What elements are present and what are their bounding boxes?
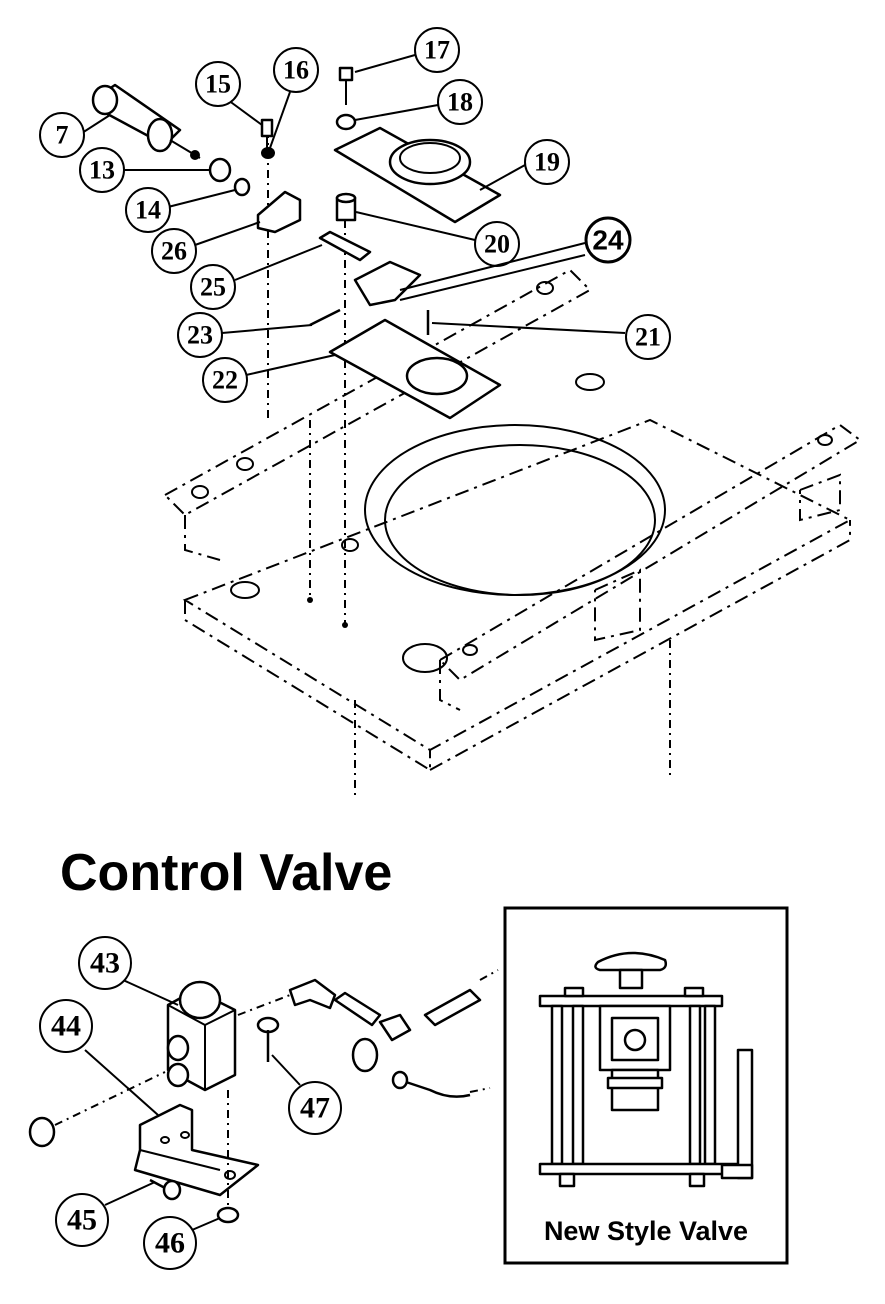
callout-44: 44	[51, 1010, 81, 1043]
callout-13: 13	[89, 156, 115, 185]
washer-18-icon	[335, 113, 357, 131]
callout-47: 47	[300, 1092, 330, 1125]
spacer-20-icon	[335, 192, 357, 222]
callout-43: 43	[90, 947, 120, 980]
base-frame	[163, 130, 862, 795]
callout-45: 45	[67, 1204, 97, 1237]
nut-46-icon	[216, 1206, 240, 1224]
bracket-26-icon	[256, 190, 302, 234]
callout-14: 14	[135, 196, 161, 225]
callout-20: 20	[484, 230, 510, 259]
callout-21: 21	[635, 323, 661, 352]
callout-18: 18	[447, 88, 473, 117]
callout-17: 17	[424, 36, 450, 65]
callout-15: 15	[205, 70, 231, 99]
callout-19: 19	[534, 148, 560, 177]
plate-22-icon	[328, 318, 502, 420]
callout-26: 26	[161, 237, 187, 266]
cylinder-7-icon	[91, 83, 201, 160]
control-valve-assembly	[28, 969, 499, 1224]
bar-25-icon	[318, 230, 372, 262]
callout-23: 23	[187, 321, 213, 350]
plate-19-icon	[333, 126, 502, 224]
section-title: Control Valve	[60, 844, 392, 902]
callout-7: 7	[56, 121, 69, 150]
parts-exploded	[91, 66, 502, 420]
callout-24: 24	[592, 225, 624, 256]
bolt-17-icon	[338, 66, 354, 105]
callouts-lower: 43 44 45 46 47	[39, 936, 342, 1270]
inset-title: New Style Valve	[544, 1216, 748, 1246]
pin-23-icon	[309, 308, 341, 327]
valve-body-43-icon	[166, 980, 237, 1092]
lockwasher-16-icon	[261, 147, 275, 159]
washer-14-icon	[233, 177, 251, 197]
nut-13-icon	[208, 157, 232, 183]
callout-46: 46	[155, 1227, 185, 1260]
screw-47-icon	[256, 1016, 280, 1062]
screw-45-icon	[149, 1178, 182, 1201]
slide-24-icon	[353, 260, 422, 307]
callout-16: 16	[283, 56, 309, 85]
fittings-right-icon	[237, 969, 499, 1098]
fitting-left-icon	[28, 1116, 56, 1148]
new-style-valve-icon	[538, 951, 754, 1188]
callouts-upper: 7 13 14 15 16 17 18 19 20 24 21	[39, 27, 671, 403]
screw-15-icon	[260, 118, 274, 148]
callout-22: 22	[212, 366, 238, 395]
new-style-valve-inset: New Style Valve	[503, 906, 789, 1265]
callout-25: 25	[200, 273, 226, 302]
